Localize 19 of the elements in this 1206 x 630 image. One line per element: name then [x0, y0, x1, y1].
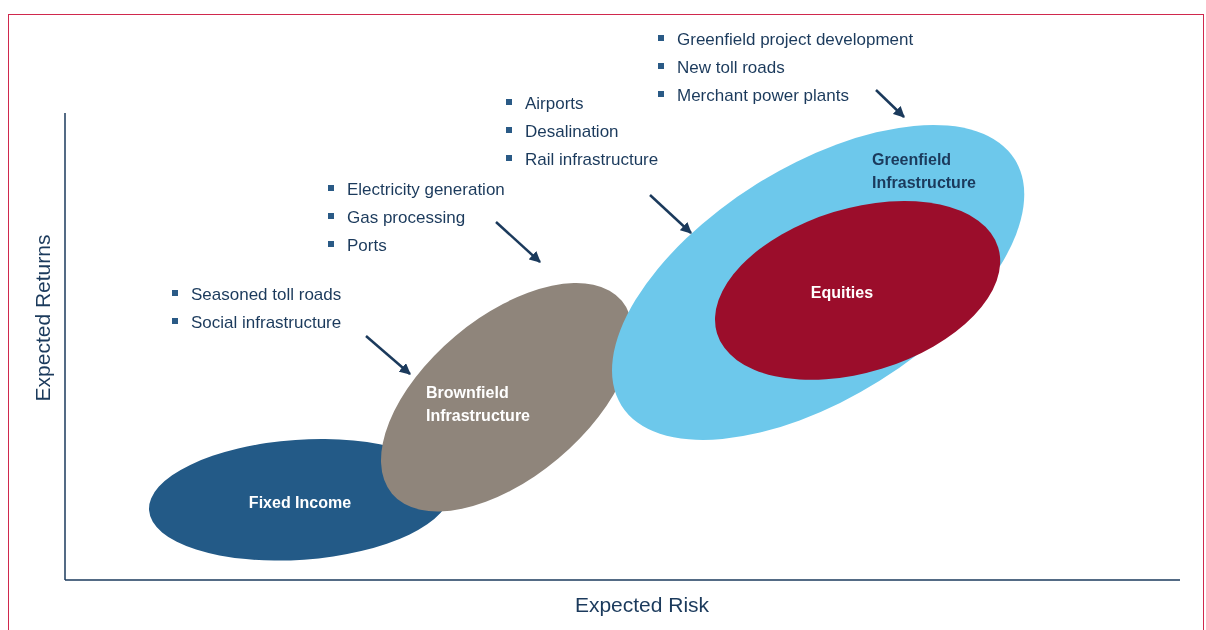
- arrow: [365, 335, 411, 375]
- bullet-item: Greenfield project development: [656, 26, 946, 54]
- bullet-item: Seasoned toll roads: [170, 281, 365, 309]
- arrow: [495, 221, 541, 263]
- axis-title: Expected Risk: [574, 592, 710, 619]
- bullet-item: Social infrastructure: [170, 309, 365, 337]
- ellipse-label: Brownfield Infrastructure: [426, 383, 531, 426]
- ellipse-label: Equities: [810, 282, 874, 303]
- axis-title: Expected Returns: [30, 234, 56, 402]
- bullet-item: Gas processing: [326, 204, 526, 232]
- arrow: [875, 89, 905, 118]
- bullet-item: Rail infrastructure: [504, 146, 676, 174]
- bullet-item: Ports: [326, 232, 526, 260]
- arrow: [649, 194, 692, 234]
- bullet-item: Electricity generation: [326, 176, 526, 204]
- bullet-item: New toll roads: [656, 54, 946, 82]
- bullet-item: Desalination: [504, 118, 676, 146]
- ellipse-label: Greenfield Infrastructure: [872, 150, 977, 193]
- ellipse-label: Fixed Income: [248, 492, 352, 513]
